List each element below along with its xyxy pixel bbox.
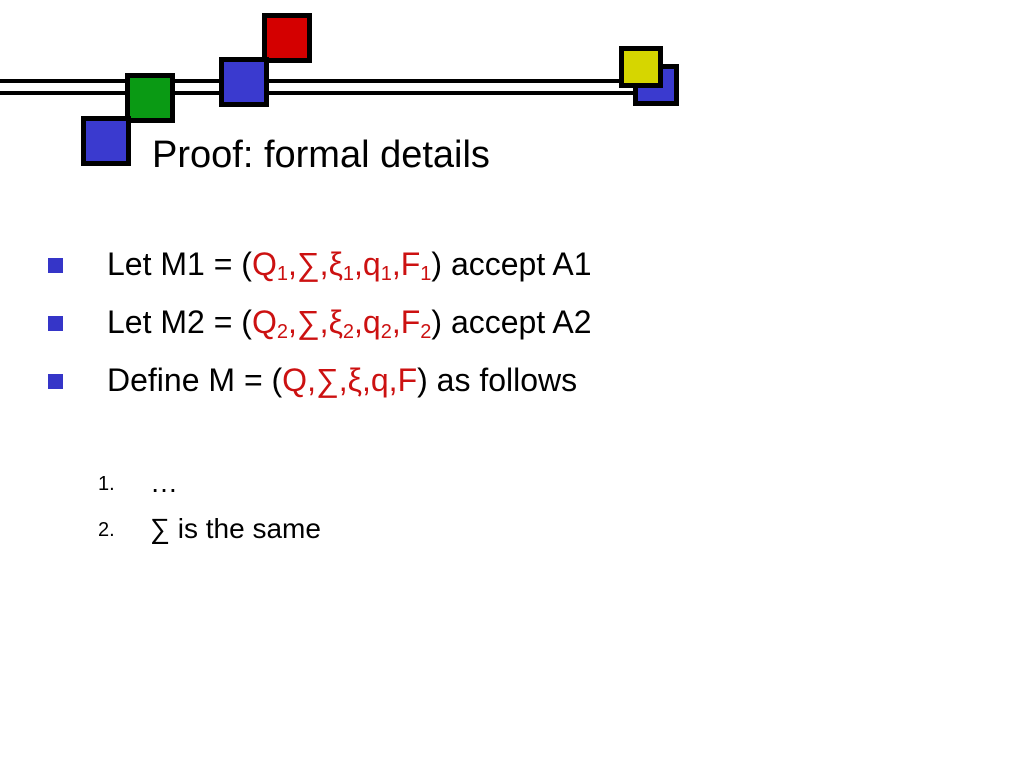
tuple-sigma: ,∑, [287, 304, 329, 340]
tuple-f: ,F1 [391, 246, 432, 285]
deco-square-red [262, 13, 312, 63]
deco-square-blue-top [219, 57, 269, 107]
tuple-subscript: 1 [342, 263, 355, 285]
tuple-subscript: 1 [380, 263, 392, 285]
tuple-subscript: 2 [342, 321, 355, 343]
tuple-subscript: 1 [276, 263, 288, 285]
bullet-text: Let M1 = (Q1,∑,ξ1,q1,F1) accept A1 [107, 242, 591, 286]
tuple-q-start: ,q1 [354, 246, 392, 285]
tuple-xi: ξ2 [328, 304, 355, 343]
tuple-part: Q [251, 246, 277, 282]
tuple-f: ,F2 [391, 304, 432, 343]
bullet-prefix: Let M2 = ( [107, 304, 252, 340]
slide-title: Proof: formal details [152, 134, 490, 176]
numbered-marker: 2. [98, 519, 115, 541]
tuple-subscript: 2 [380, 321, 392, 343]
tuple-sigma: ,∑, [287, 246, 329, 282]
tuple-q-start: ,q2 [354, 304, 392, 343]
tuple-definition: Q,∑,ξ,q,F [282, 362, 418, 398]
bullet-text: Define M = (Q,∑,ξ,q,F) as follows [107, 358, 577, 402]
tuple-part: ,q [354, 246, 381, 282]
bullet-suffix: ) accept A1 [431, 246, 592, 282]
tuple-part: ξ [328, 304, 343, 340]
tuple-part: Q [251, 304, 277, 340]
tuple-part: ,F [391, 246, 421, 282]
deco-square-blue-left [81, 116, 131, 166]
tuple-q: Q2 [251, 304, 288, 343]
bullet-square-icon [48, 316, 63, 331]
tuple-subscript: 2 [420, 321, 432, 343]
deco-square-green [125, 73, 175, 123]
bullet-suffix: ) accept A2 [431, 304, 592, 340]
bullet-prefix: Define M = ( [107, 362, 283, 398]
header-rule-bottom [0, 91, 656, 95]
numbered-marker: 1. [98, 473, 115, 495]
tuple-part: ,q [354, 304, 381, 340]
tuple-part: ξ [328, 246, 343, 282]
bullet-square-icon [48, 258, 63, 273]
tuple-q: Q1 [251, 246, 288, 285]
numbered-text: … [150, 467, 178, 498]
tuple-xi: ξ1 [328, 246, 355, 285]
tuple-part: ,F [391, 304, 421, 340]
bullet-text: Let M2 = (Q2,∑,ξ2,q2,F2) accept A2 [107, 300, 591, 344]
deco-square-yellow [619, 46, 663, 88]
tuple-subscript: 2 [276, 321, 288, 343]
tuple-subscript: 1 [420, 263, 432, 285]
bullet-square-icon [48, 374, 63, 389]
bullet-suffix: ) as follows [417, 362, 578, 398]
bullet-prefix: Let M1 = ( [107, 246, 252, 282]
header-rule-top [0, 79, 656, 83]
numbered-text: ∑ is the same [150, 513, 321, 544]
